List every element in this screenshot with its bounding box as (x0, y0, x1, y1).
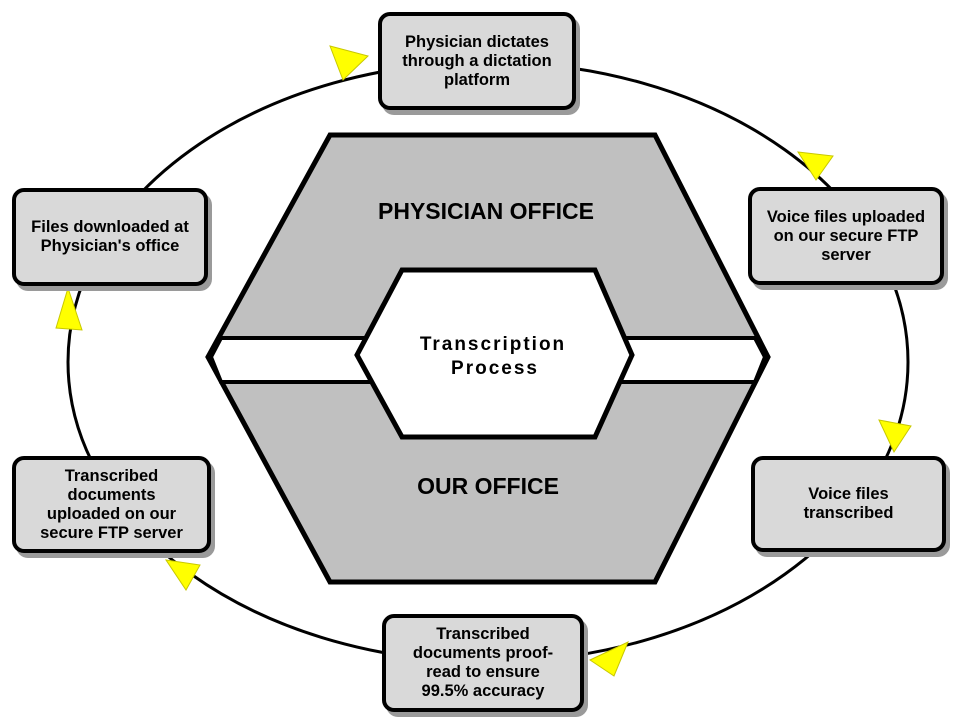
physician-office-label: PHYSICIAN OFFICE (378, 198, 594, 224)
step-download-box: Files downloaded at Physician's office (12, 188, 208, 286)
flow-arrow-icon (329, 45, 369, 81)
step-proofread-box: Transcribed documents proof- read to ens… (382, 614, 584, 712)
flow-arrow-icon (878, 419, 912, 454)
flow-arrow-icon (55, 286, 83, 331)
step-transcribed-box: Voice files transcribed (751, 456, 946, 552)
our-office-label: OUR OFFICE (417, 473, 559, 499)
flow-arrow-icon (588, 640, 629, 677)
flow-arrow-icon (797, 151, 834, 181)
inner-hexagon (354, 267, 635, 440)
core-label-line2: Process (451, 358, 539, 379)
step-dictation-box: Physician dictates through a dictation p… (378, 12, 576, 110)
flow-arrow-icon (164, 559, 201, 591)
core-label-line1: Transcription (420, 334, 566, 355)
step-voice-upload-box: Voice files uploaded on our secure FTP s… (748, 187, 944, 285)
step-documents-upload-box: Transcribed documents uploaded on our se… (12, 456, 211, 553)
